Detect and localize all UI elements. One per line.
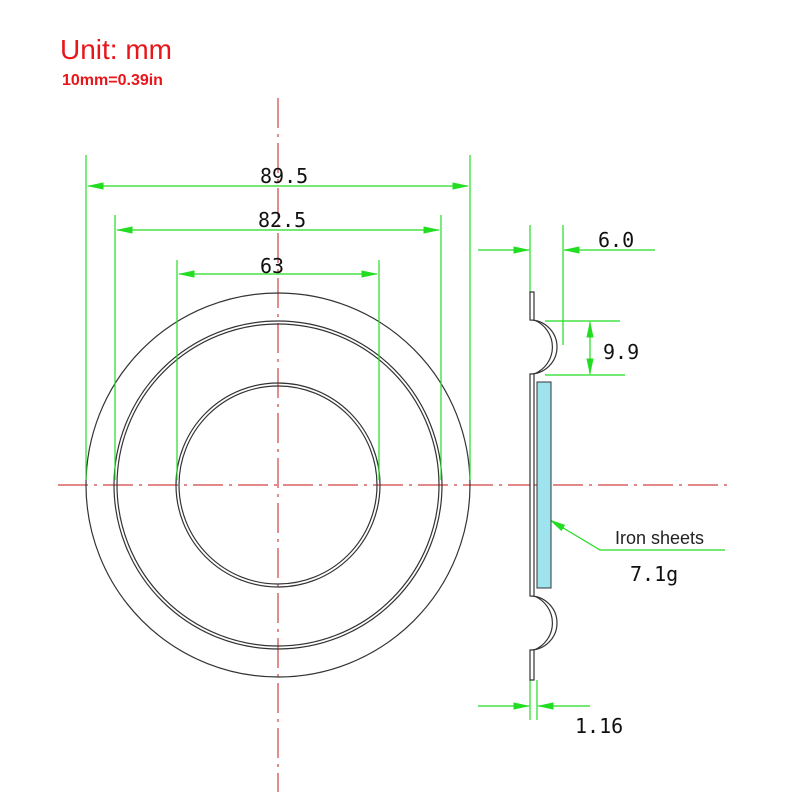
iron-sheet bbox=[536, 381, 552, 589]
dim-outer: 89.5 bbox=[260, 164, 309, 188]
side-view bbox=[529, 291, 558, 681]
leader-line bbox=[548, 519, 725, 551]
unit-label: Unit: mm bbox=[60, 34, 172, 65]
dim-middle: 82.5 bbox=[258, 208, 307, 232]
dim-thickness: 1.16 bbox=[575, 714, 624, 738]
center-lines bbox=[58, 98, 728, 792]
dimension-lines bbox=[85, 155, 725, 720]
conversion-label: 10mm=0.39in bbox=[62, 72, 163, 89]
weight-label: 7.1g bbox=[630, 562, 679, 586]
dim-roll: 9.9 bbox=[603, 340, 640, 364]
dim-depth: 6.0 bbox=[598, 228, 635, 252]
iron-sheets-label: Iron sheets bbox=[615, 528, 705, 548]
dim-inner: 63 bbox=[260, 254, 285, 278]
front-view bbox=[85, 292, 471, 678]
